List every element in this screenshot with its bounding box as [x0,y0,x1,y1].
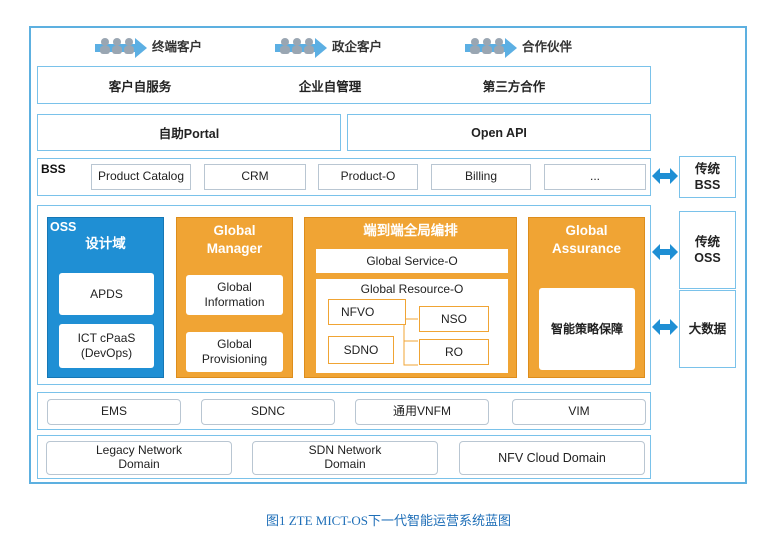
vnfm-box: 通用VNFM [355,399,489,425]
open-api-box: Open API [347,114,651,151]
bss-title: BSS [41,162,66,176]
vim-box: VIM [512,399,646,425]
global-resource-o-title: Global Resource-O [360,282,464,296]
global-assurance-title: Global Assurance [551,223,622,256]
bss-item-more: ... [544,164,646,190]
global-manager-panel: Global Manager Global Information Global… [176,217,293,378]
apds-box: APDS [59,273,154,315]
self-service-label: 客户自服务 [108,80,172,94]
figure-caption: 图1 ZTE MICT-OS下一代智能运营系统蓝图 [265,513,512,528]
global-manager-title: Global Manager [206,223,263,256]
global-assurance-panel: Global Assurance 智能策略保障 [528,217,645,378]
users-icon [95,38,517,58]
e2e-title: 端到端全局编排 [363,223,458,238]
user-label-enterprise: 政企客户 [332,40,383,54]
double-arrow-icon [652,168,678,335]
sdn-network-domain-box: SDN Network Domain [252,441,438,475]
e2e-orchestration-panel: 端到端全局编排 Global Service-O Global Resource… [304,217,517,378]
self-service-row [37,66,651,104]
design-domain-title: 设计域 [85,236,126,251]
users-arrows [95,38,517,58]
nfvo-box: NFVO [328,299,406,325]
user-label-partner: 合作伙伴 [522,40,573,54]
bss-item-product-catalog: Product Catalog [91,164,191,190]
enterprise-management-label: 企业自管理 [298,80,362,94]
global-resource-o-box: Global Resource-O NFVO NSO SDNO RO [316,279,508,373]
design-domain-panel: OSS 设计域 APDS ICT cPaaS (DevOps) [47,217,164,378]
ems-box: EMS [47,399,181,425]
self-portal-label: 自助Portal [158,127,220,141]
sdno-box: SDNO [328,336,394,364]
ro-box: RO [419,339,489,365]
open-api-label: Open API [471,125,527,140]
bss-item-billing: Billing [431,164,531,190]
sdnc-box: SDNC [201,399,335,425]
legacy-network-domain-box: Legacy Network Domain [46,441,232,475]
bss-item-product-o: Product-O [318,164,418,190]
nso-box: NSO [419,306,489,332]
self-portal-box: 自助Portal [37,114,341,151]
legacy-bss-box: 传统 BSS [679,156,736,198]
legacy-oss-box: 传统 OSS [679,211,736,289]
global-information-box: Global Information [186,275,283,315]
smart-policy-box: 智能策略保障 [539,288,635,370]
global-provisioning-box: Global Provisioning [186,332,283,372]
bss-item-crm: CRM [204,164,306,190]
ict-cpaas-box: ICT cPaaS (DevOps) [59,324,154,368]
user-label-terminal: 终端客户 [152,40,203,54]
nfv-cloud-domain-box: NFV Cloud Domain [459,441,645,475]
global-service-o-box: Global Service-O [316,249,508,273]
third-party-label: 第三方合作 [482,80,546,94]
oss-title: OSS [50,220,77,234]
resource-connectors [403,318,418,366]
big-data-box: 大数据 [679,290,736,368]
